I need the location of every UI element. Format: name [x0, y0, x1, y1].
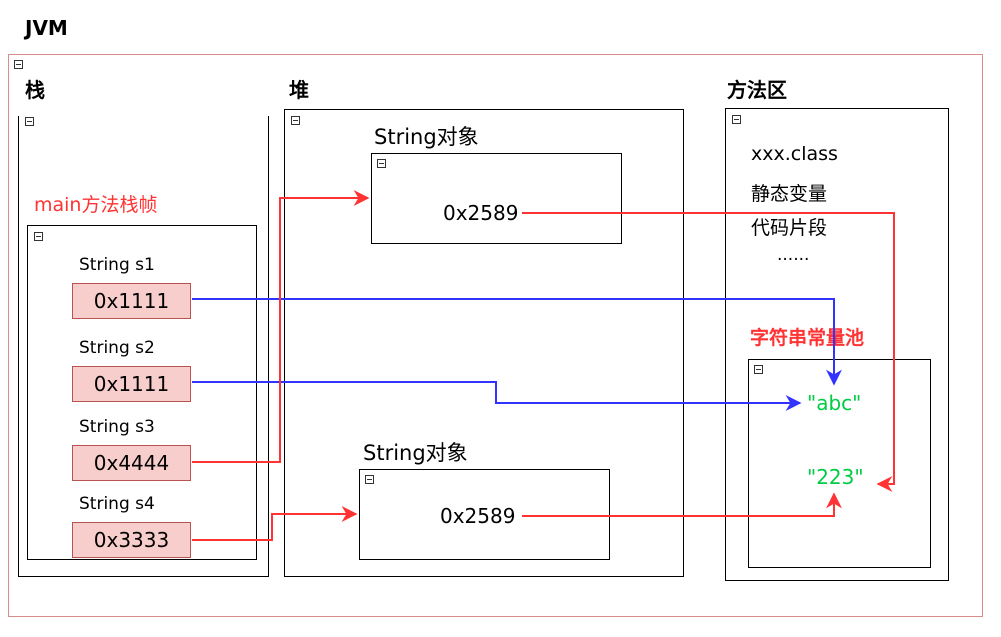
- arrow-s4-to-heap-object-2: [192, 506, 358, 541]
- arrow-heap-object-2-to-223: [522, 492, 842, 517]
- var-name-s3: String s3: [79, 417, 155, 437]
- var-name-s1: String s1: [79, 255, 155, 275]
- arrow-s2-to-abc: [192, 381, 802, 411]
- arrow-s3-to-heap-object-1: [192, 190, 370, 463]
- heap-title: 堆: [289, 78, 309, 102]
- jvm-title: JVM: [25, 16, 68, 40]
- var-value-s2: 0x1111: [72, 366, 191, 402]
- method-area-item-class: xxx.class: [751, 143, 838, 165]
- var-value-s3: 0x4444: [72, 445, 191, 481]
- method-area-title: 方法区: [727, 78, 787, 102]
- string-constant-pool: [748, 359, 931, 568]
- var-value-s1: 0x1111: [72, 283, 191, 319]
- string-pool-collapse-icon[interactable]: [754, 365, 763, 374]
- heap-object-1: [371, 153, 622, 244]
- method-area-item-code: 代码片段: [751, 217, 828, 239]
- string-pool-title: 字符串常量池: [750, 327, 865, 349]
- var-name-s2: String s2: [79, 338, 155, 358]
- arrow-s1-to-abc: [192, 298, 842, 386]
- heap-object-2-collapse-icon[interactable]: [365, 475, 374, 484]
- stack-collapse-icon[interactable]: [25, 117, 34, 126]
- stack-area: [18, 116, 269, 577]
- jvm-collapse-icon[interactable]: [14, 60, 23, 69]
- heap-object-2-label: String对象: [363, 441, 468, 465]
- var-name-s4: String s4: [79, 494, 155, 514]
- pool-string-abc: "abc": [807, 391, 862, 415]
- heap-collapse-icon[interactable]: [291, 116, 300, 125]
- var-value-s4: 0x3333: [72, 522, 191, 558]
- method-area-item-static-vars: 静态变量: [751, 183, 828, 205]
- method-area-collapse-icon[interactable]: [732, 115, 741, 124]
- pool-string-223: "223": [807, 465, 864, 489]
- stack-title: 栈: [25, 78, 45, 102]
- arrow-heap-object-1-to-223: [522, 212, 895, 492]
- main-frame-label: main方法栈帧: [34, 194, 158, 216]
- heap-object-1-value: 0x2589: [443, 201, 519, 225]
- heap-object-2-value: 0x2589: [440, 504, 516, 528]
- heap-object-1-label: String对象: [374, 125, 479, 149]
- main-frame-collapse-icon[interactable]: [34, 232, 43, 241]
- heap-object-1-collapse-icon[interactable]: [377, 159, 386, 168]
- heap-object-2: [359, 469, 610, 560]
- method-area-item-ellipsis: ......: [777, 245, 810, 265]
